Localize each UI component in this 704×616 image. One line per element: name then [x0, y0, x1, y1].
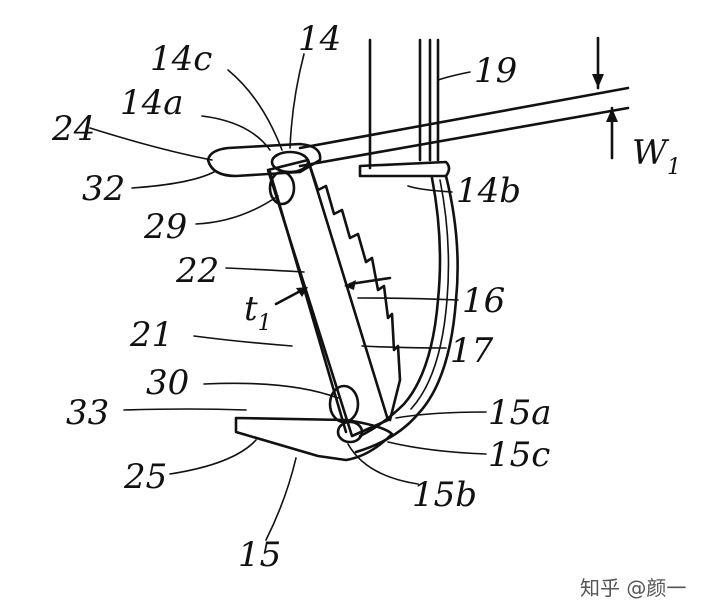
label-24: 24: [51, 109, 95, 149]
main-panel: [266, 158, 402, 444]
label-17: 17: [450, 331, 494, 371]
dimension-w1: [592, 36, 618, 160]
thickness-t1: [274, 276, 392, 306]
label-30: 30: [146, 363, 189, 403]
label-w1: W1: [632, 133, 681, 180]
labels: 14c 14 14a 19 24 W1 32 14b 29 22 t1 16 2…: [51, 19, 681, 575]
label-15c: 15c: [488, 435, 550, 475]
label-29: 29: [143, 207, 187, 247]
label-21: 21: [129, 315, 173, 355]
label-22: 22: [175, 251, 219, 291]
label-15: 15: [238, 535, 281, 575]
vertical-wires: [368, 38, 440, 170]
label-14a: 14a: [120, 83, 184, 123]
flange-14b: [358, 160, 451, 178]
leader-lines: [89, 53, 487, 541]
strip-19: [298, 86, 630, 168]
label-25: 25: [123, 457, 167, 497]
j-curve-body: [354, 174, 459, 454]
label-33: 33: [66, 393, 109, 433]
label-14c: 14c: [150, 39, 212, 79]
label-15b: 15b: [412, 475, 477, 515]
label-14b: 14b: [456, 171, 521, 211]
bottom-foot-15: [234, 416, 394, 462]
label-14: 14: [298, 19, 341, 59]
label-15a: 15a: [488, 393, 552, 433]
label-t1: t1: [244, 289, 272, 336]
watermark: 知乎 @颜一: [580, 576, 687, 600]
label-32: 32: [82, 169, 125, 209]
label-16: 16: [462, 281, 505, 321]
label-19: 19: [474, 51, 517, 91]
